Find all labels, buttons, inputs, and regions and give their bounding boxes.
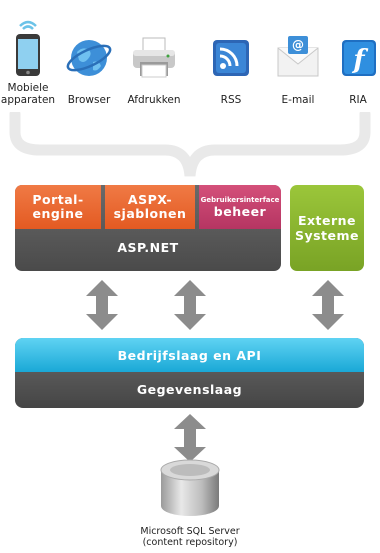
database-caption: Microsoft SQL Server (content repository… [0,526,380,548]
client-ria: f RIA [328,34,380,124]
business-layer-box: Bedrijfslaag en API [15,338,364,372]
mobile-device-icon [16,20,40,76]
client-label-print: Afdrukken [127,94,181,106]
globe-browser-icon [66,40,112,76]
database-cylinder-icon [160,459,220,516]
client-print: Afdrukken [124,34,184,124]
client-browser: Browser [59,34,119,124]
flash-ria-icon: f [342,40,376,76]
data-layer-label: Gegevenslaag [136,382,243,397]
double-arrow-db [174,414,206,462]
double-arrow-1 [86,280,118,330]
aspx-templates-label: ASPX- sjablonen [113,192,187,221]
rss-icon [213,40,249,76]
client-rss: RSS [201,34,261,124]
business-layer-label: Bedrijfslaag en API [117,347,262,363]
portal-engine-label: Portal- engine [32,192,84,221]
gui-small-label: Gebruikersinterface [200,195,280,204]
client-mobile: Mobiele apparaten [0,18,58,108]
client-label-email: E-mail [281,94,315,106]
client-label-mobile: Mobiele apparaten [0,82,56,106]
database-caption-line2: (content repository) [142,537,238,548]
client-label-rss: RSS [220,94,242,106]
aspnet-label: ASP.NET [117,240,179,255]
double-arrow-2 [174,280,206,330]
email-envelope-icon: @ [277,36,319,77]
client-bracket [9,112,371,177]
portal-engine-box: Portal- engine [15,185,101,229]
external-systems-label: Externe Systeme [294,213,360,243]
external-systems-box: Externe Systeme [290,185,364,271]
svg-text:f: f [351,45,368,75]
svg-text:@: @ [292,38,304,52]
gui-big-label: beheer [213,203,267,219]
gui-management-box: Gebruikersinterface beheer [199,185,281,229]
double-arrow-3 [312,280,344,330]
printer-icon [133,37,175,78]
client-label-ria: RIA [349,94,367,106]
client-label-browser: Browser [67,94,111,106]
aspx-templates-box: ASPX- sjablonen [105,185,195,229]
database-caption-line1: Microsoft SQL Server [140,526,240,537]
client-email: @ E-mail [268,34,328,124]
